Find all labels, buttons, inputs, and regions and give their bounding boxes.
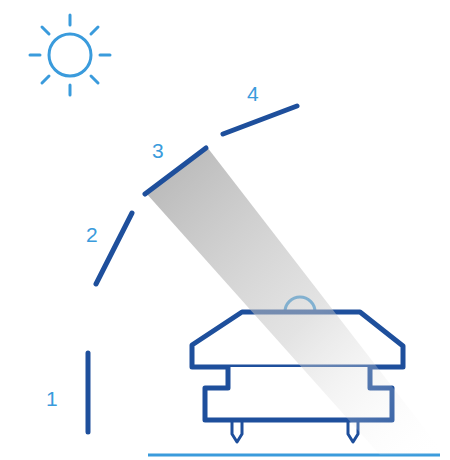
callout-number: 4 (247, 83, 259, 104)
sun-icon (30, 15, 110, 95)
light-beam (146, 147, 445, 455)
callout-number: 3 (152, 140, 164, 161)
mirror-segments (88, 106, 297, 432)
callout-number: 2 (86, 224, 98, 245)
callout-number: 1 (46, 388, 58, 409)
